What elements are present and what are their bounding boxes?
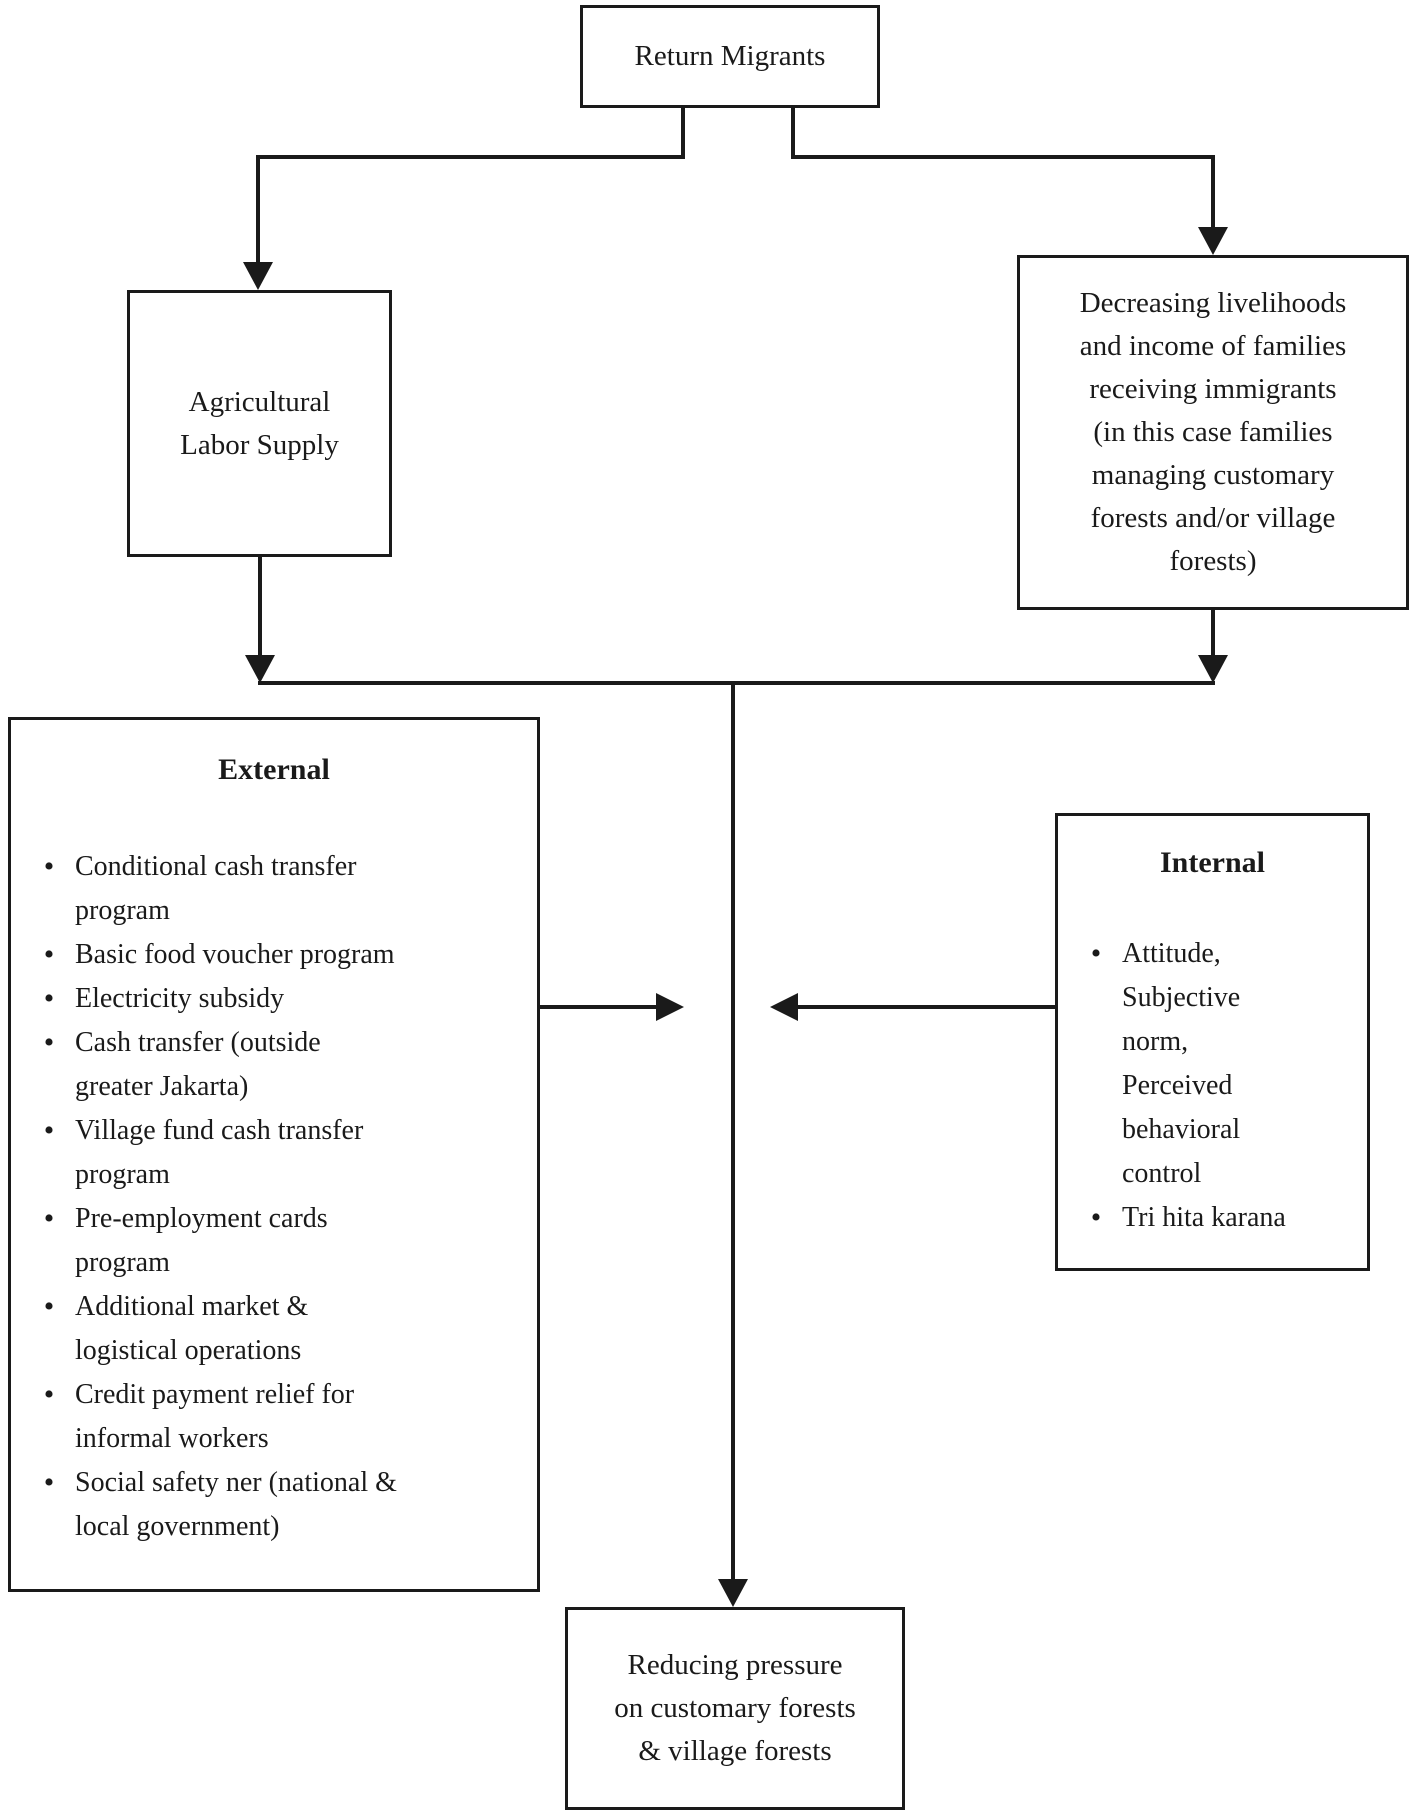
list-item: • Village fund cash transfer program bbox=[11, 1109, 537, 1197]
internal-items-list: • Attitude, Subjective norm, Perceived be… bbox=[1058, 932, 1367, 1240]
bullet-icon: • bbox=[43, 1202, 55, 1235]
connector-return-to-agricultural-horizontal bbox=[256, 155, 685, 159]
bullet-icon: • bbox=[1090, 1201, 1102, 1234]
list-item: • Basic food voucher program bbox=[11, 933, 537, 977]
node-return-migrants-label: Return Migrants bbox=[634, 40, 826, 72]
list-item-text: Pre-employment cards program bbox=[75, 1203, 328, 1278]
node-reducing-pressure: Reducing pressure on customary forests &… bbox=[565, 1607, 905, 1810]
list-item-text: Attitude, Subjective norm, Perceived beh… bbox=[1122, 938, 1241, 1189]
connector-middle-horizontal bbox=[258, 681, 1215, 685]
arrowhead-down-from-decreasing-icon bbox=[1198, 655, 1228, 683]
connector-return-to-decreasing-horizontal bbox=[791, 155, 1215, 159]
bullet-icon: • bbox=[43, 982, 55, 1015]
node-return-migrants: Return Migrants bbox=[580, 5, 880, 108]
connector-decreasing-down-vertical bbox=[1211, 610, 1215, 657]
list-item-text: Cash transfer (outside greater Jakarta) bbox=[75, 1027, 321, 1102]
connector-external-to-center bbox=[540, 1005, 658, 1009]
node-external-title: External bbox=[218, 753, 330, 786]
list-item: • Credit payment relief for informal work… bbox=[11, 1373, 537, 1461]
external-items-list: • Conditional cash transfer program • Basic… bbox=[11, 845, 537, 1549]
list-item: • Tri hita karana bbox=[1058, 1196, 1367, 1240]
list-item: • Electricity subsidy bbox=[11, 977, 537, 1021]
arrowhead-down-into-decreasing-icon bbox=[1198, 227, 1228, 255]
bullet-icon: • bbox=[43, 1290, 55, 1323]
list-item-text: Social safety ner (national & local gove… bbox=[75, 1467, 397, 1542]
node-agricultural-labor-supply-label: Agricultural Labor Supply bbox=[180, 385, 339, 461]
bullet-icon: • bbox=[43, 1378, 55, 1411]
node-external: External • Conditional cash transfer prog… bbox=[8, 717, 540, 1592]
connector-return-left-stub bbox=[681, 108, 685, 159]
node-agricultural-labor-supply: Agricultural Labor Supply bbox=[127, 290, 392, 557]
list-item: • Social safety ner (national & local gov… bbox=[11, 1461, 537, 1549]
connector-central-vertical bbox=[731, 685, 735, 1580]
arrowhead-down-into-agricultural-icon bbox=[243, 262, 273, 290]
list-item: • Cash transfer (outside greater Jakarta) bbox=[11, 1021, 537, 1109]
node-decreasing-livelihoods-label: Decreasing livelihoods and income of fam… bbox=[1079, 287, 1347, 577]
node-decreasing-livelihoods: Decreasing livelihoods and income of fam… bbox=[1017, 255, 1409, 610]
bullet-icon: • bbox=[43, 1466, 55, 1499]
bullet-icon: • bbox=[43, 938, 55, 971]
connector-return-to-agricultural-vertical bbox=[256, 155, 260, 265]
list-item-text: Conditional cash transfer program bbox=[75, 851, 357, 926]
list-item-text: Tri hita karana bbox=[1122, 1202, 1286, 1233]
node-internal-title: Internal bbox=[1160, 846, 1265, 879]
list-item-text: Additional market & logistical operation… bbox=[75, 1291, 309, 1366]
list-item-text: Basic food voucher program bbox=[75, 939, 395, 970]
bullet-icon: • bbox=[43, 1114, 55, 1147]
list-item: • Additional market & logistical operatio… bbox=[11, 1285, 537, 1373]
bullet-icon: • bbox=[43, 1026, 55, 1059]
arrowhead-down-from-agricultural-icon bbox=[245, 655, 275, 683]
list-item-text: Village fund cash transfer program bbox=[75, 1115, 364, 1190]
arrowhead-right-from-external-icon bbox=[656, 993, 684, 1021]
connector-return-right-stub bbox=[791, 108, 795, 159]
node-reducing-pressure-label: Reducing pressure on customary forests &… bbox=[614, 1649, 856, 1767]
connector-return-to-decreasing-vertical bbox=[1211, 155, 1215, 230]
node-internal: Internal • Attitude, Subjective norm, Per… bbox=[1055, 813, 1370, 1271]
connector-internal-to-center bbox=[798, 1005, 1055, 1009]
list-item: • Pre-employment cards program bbox=[11, 1197, 537, 1285]
list-item: • Conditional cash transfer program bbox=[11, 845, 537, 933]
arrowhead-down-into-reducing-icon bbox=[718, 1579, 748, 1607]
list-item-text: Credit payment relief for informal worke… bbox=[75, 1379, 355, 1454]
bullet-icon: • bbox=[43, 850, 55, 883]
list-item-text: Electricity subsidy bbox=[75, 983, 285, 1014]
arrowhead-left-from-internal-icon bbox=[770, 993, 798, 1021]
list-item: • Attitude, Subjective norm, Perceived be… bbox=[1058, 932, 1367, 1196]
bullet-icon: • bbox=[1090, 937, 1102, 970]
connector-agricultural-down-vertical bbox=[258, 557, 262, 657]
